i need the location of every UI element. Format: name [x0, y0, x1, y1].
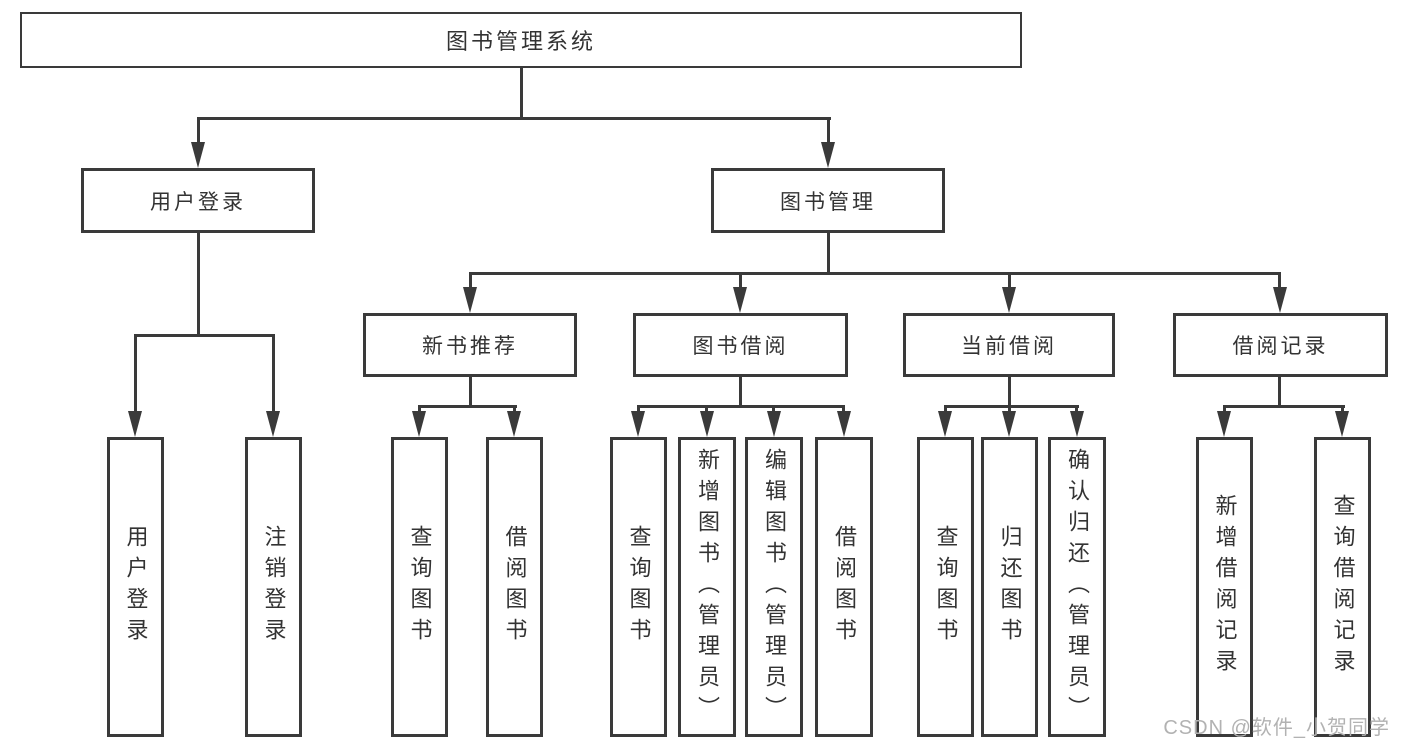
arrow-down-icon — [463, 287, 477, 313]
connector-line — [1008, 405, 1011, 416]
node-borrow-records: 借阅记录 — [1173, 313, 1388, 377]
arrow-down-icon — [767, 411, 781, 437]
node-leaf-add-books-admin: 新增图书（管理员） — [678, 437, 736, 737]
arrow-down-icon — [1070, 411, 1084, 437]
connector-line — [944, 405, 1079, 408]
watermark: CSDN @软件_小贺同学 — [1163, 717, 1390, 739]
node-leaf-borrow-books: 借阅图书 — [815, 437, 873, 737]
arrow-down-icon — [1217, 411, 1231, 437]
connector-line — [469, 377, 472, 407]
node-leaf-return-books: 归还图书 — [981, 437, 1038, 737]
leaf-label: 查询图书 — [626, 525, 652, 649]
connector-line — [705, 405, 708, 416]
connector-line — [739, 377, 742, 407]
arrow-down-icon — [700, 411, 714, 437]
connector-line — [1278, 377, 1281, 407]
connector-line — [827, 117, 830, 149]
leaf-label: 借阅图书 — [502, 525, 528, 649]
connector-line — [637, 405, 845, 408]
node-leaf-query-books-recommend: 查询图书 — [391, 437, 448, 737]
connector-line — [842, 405, 845, 416]
node-current-borrow: 当前借阅 — [903, 313, 1115, 377]
arrow-down-icon — [1273, 287, 1287, 313]
connector-line — [469, 272, 472, 290]
connector-line — [1278, 272, 1281, 290]
connector-line — [1223, 405, 1345, 408]
arrow-down-icon — [128, 411, 142, 437]
arrow-down-icon — [821, 142, 835, 168]
node-leaf-logout-label: 注销登录 — [261, 525, 287, 649]
connector-line — [1223, 405, 1226, 416]
connector-line — [272, 334, 275, 416]
leaf-label: 查询图书 — [407, 525, 433, 649]
arrow-down-icon — [266, 411, 280, 437]
node-current-borrow-label: 当前借阅 — [961, 335, 1057, 358]
connector-line — [520, 68, 523, 119]
connector-line — [1008, 272, 1011, 290]
node-user-login: 用户登录 — [81, 168, 315, 233]
arrow-down-icon — [1002, 411, 1016, 437]
leaf-label: 归还图书 — [997, 525, 1023, 649]
connector-line — [418, 405, 421, 416]
arrow-down-icon — [631, 411, 645, 437]
arrow-down-icon — [938, 411, 952, 437]
node-user-login-label: 用户登录 — [150, 190, 246, 214]
arrow-down-icon — [507, 411, 521, 437]
node-root-label: 图书管理系统 — [445, 29, 596, 54]
node-book-borrow: 图书借阅 — [633, 313, 848, 377]
node-leaf-query-borrow-record: 查询借阅记录 — [1314, 437, 1371, 737]
connector-line — [772, 405, 775, 416]
connector-line — [197, 117, 200, 149]
connector-line — [513, 405, 516, 416]
leaf-label: 新增借阅记录 — [1212, 494, 1238, 680]
connector-line — [469, 272, 1280, 275]
connector-line — [827, 233, 830, 275]
node-root: 图书管理系统 — [20, 12, 1022, 68]
node-book-management: 图书管理 — [711, 168, 945, 233]
connector-line — [418, 405, 517, 408]
connector-line — [739, 272, 742, 290]
node-leaf-confirm-return-admin: 确认归还（管理员） — [1048, 437, 1106, 737]
leaf-label: 确认归还（管理员） — [1065, 447, 1090, 727]
connector-line — [197, 233, 200, 337]
arrow-down-icon — [837, 411, 851, 437]
node-book-borrow-label: 图书借阅 — [692, 335, 789, 358]
arrow-down-icon — [733, 287, 747, 313]
connector-line — [1008, 377, 1011, 407]
node-borrow-records-label: 借阅记录 — [1232, 335, 1329, 358]
connector-line — [637, 405, 640, 416]
node-new-book-recommend-label: 新书推荐 — [422, 335, 518, 358]
connector-line — [197, 117, 831, 120]
connector-line — [134, 334, 137, 416]
node-leaf-add-borrow-record: 新增借阅记录 — [1196, 437, 1253, 737]
node-leaf-logout: 注销登录 — [245, 437, 302, 737]
node-leaf-user-login: 用户登录 — [107, 437, 164, 737]
leaf-label: 编辑图书（管理员） — [762, 447, 787, 727]
node-leaf-borrow-books-recommend: 借阅图书 — [486, 437, 543, 737]
leaf-label: 查询借阅记录 — [1330, 494, 1356, 680]
node-leaf-user-login-label: 用户登录 — [123, 525, 149, 649]
leaf-label: 新增图书（管理员） — [695, 447, 720, 727]
leaf-label: 借阅图书 — [832, 525, 857, 649]
node-leaf-query-books-borrow: 查询图书 — [610, 437, 667, 737]
connector-line — [134, 334, 275, 337]
node-leaf-query-books-current: 查询图书 — [917, 437, 974, 737]
connector-line — [1075, 405, 1078, 416]
leaf-label: 查询图书 — [933, 525, 959, 649]
arrow-down-icon — [191, 142, 205, 168]
arrow-down-icon — [412, 411, 426, 437]
node-new-book-recommend: 新书推荐 — [363, 313, 577, 377]
arrow-down-icon — [1335, 411, 1349, 437]
node-book-management-label: 图书管理 — [780, 190, 876, 214]
connector-line — [944, 405, 947, 416]
node-leaf-edit-books-admin: 编辑图书（管理员） — [745, 437, 803, 737]
arrow-down-icon — [1002, 287, 1016, 313]
connector-line — [1341, 405, 1344, 416]
